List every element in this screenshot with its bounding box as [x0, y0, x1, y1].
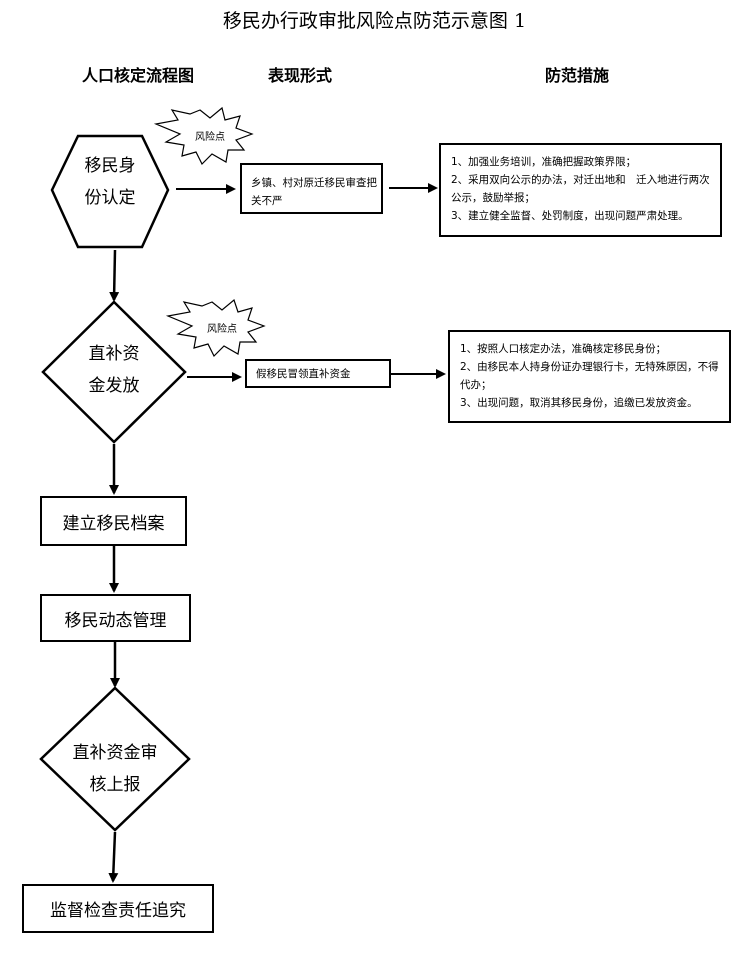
supervise-step-label: 监督检查责任追究 — [50, 901, 186, 921]
subsidy-step-line1: 直补资 — [88, 344, 140, 364]
measure-identity-2: 2、采用双向公示的办法，对迁出地和 迁入地进行两次公示，鼓励举报； — [451, 174, 710, 204]
audit-step-line2: 核上报 — [89, 775, 141, 795]
subsidy-step-line2: 金发放 — [88, 376, 140, 396]
dynamic-step-box: 移民动态管理 — [40, 594, 191, 642]
identity-hexagon — [50, 134, 170, 249]
audit-diamond — [39, 686, 191, 832]
audit-step: 直补资金审 核上报 — [60, 737, 170, 801]
identity-step-line1: 移民身 — [84, 156, 136, 176]
measure-subsidy-1: 1、按照人口核定办法，准确核定移民身份； — [460, 343, 667, 355]
measure-subsidy-3: 3、出现问题，取消其移民身份，追缴已发放资金。 — [460, 397, 698, 409]
identity-step: 移民身 份认定 — [70, 150, 150, 214]
measure-subsidy-2: 2、由移民本人持身份证办理银行卡，无特殊原因，不得代办； — [460, 361, 719, 391]
form-subsidy-box: 假移民冒领直补资金 — [245, 359, 391, 388]
measure-identity-3: 3、建立健全监督、处罚制度，出现问题严肃处理。 — [451, 210, 689, 222]
page-title: 移民办行政审批风险点防范示意图 1 — [222, 10, 527, 32]
form-identity-text: 乡镇、村对原迁移民审查把关不严 — [251, 177, 377, 207]
measures-identity-box: 1、加强业务培训，准确把握政策界限； 2、采用双向公示的办法，对迁出地和 迁入地… — [439, 143, 722, 237]
header-measures: 防范措施 — [545, 66, 610, 85]
archive-step-label: 建立移民档案 — [62, 513, 165, 534]
header-flow: 人口核定流程图 — [82, 66, 195, 85]
header-form: 表现形式 — [268, 66, 333, 85]
supervise-step-box: 监督检查责任追究 — [22, 884, 214, 933]
form-subsidy-text: 假移民冒领直补资金 — [256, 368, 351, 380]
dynamic-step-label: 移民动态管理 — [64, 610, 167, 631]
risk-burst-2 — [165, 298, 266, 358]
audit-step-line1: 直补资金审 — [72, 743, 158, 763]
subsidy-step: 直补资 金发放 — [70, 338, 158, 402]
form-identity-box: 乡镇、村对原迁移民审查把关不严 — [240, 163, 383, 214]
measures-subsidy-box: 1、按照人口核定办法，准确核定移民身份； 2、由移民本人持身份证办理银行卡，无特… — [448, 330, 731, 423]
identity-step-line2: 份认定 — [84, 188, 136, 208]
risk-burst-1 — [153, 106, 254, 166]
archive-step-box: 建立移民档案 — [40, 496, 187, 546]
measure-identity-1: 1、加强业务培训，准确把握政策界限； — [451, 156, 637, 168]
risk-label-2: 风险点 — [207, 324, 237, 335]
risk-label-1: 风险点 — [195, 132, 225, 143]
subsidy-diamond — [41, 300, 187, 444]
